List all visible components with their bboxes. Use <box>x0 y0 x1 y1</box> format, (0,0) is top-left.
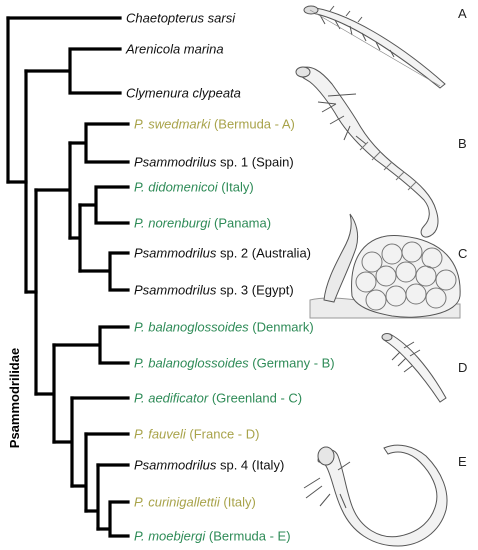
taxon-note: (Italy) <box>218 180 254 195</box>
taxon-label: Psammodrilus sp. 1 (Spain) <box>134 155 294 170</box>
branch-didomenicoi-pair <box>78 185 130 225</box>
branch-outgroup-pair <box>24 47 122 95</box>
branch-curinigallettii-pair <box>96 500 130 538</box>
taxon-label: P. curinigallettii (Italy) <box>134 495 256 510</box>
taxon-name: P. norenburgi <box>134 216 211 231</box>
taxon-label: Chaetopterus sarsi <box>126 11 236 26</box>
taxon-label: P. fauveli (France - D) <box>134 427 259 442</box>
taxon-label: P. balanoglossoides (Germany - B) <box>134 356 335 371</box>
taxon-name: P. balanoglossoides <box>134 320 249 335</box>
taxon-note: sp. 2 (Australia) <box>216 246 311 261</box>
taxon-note: (Panama) <box>210 216 271 231</box>
clade-label-psammodrilidae: Psammodrilidae <box>7 348 22 448</box>
branch-fauveli-group <box>70 432 88 513</box>
taxon-name: Arenicola marina <box>125 42 224 57</box>
taxon-label: P. norenburgi (Panama) <box>134 216 271 231</box>
panel-letters: A B C D E <box>458 6 467 469</box>
branch-sp4-group <box>84 463 100 531</box>
taxon-note: sp. 4 (Italy) <box>216 458 284 473</box>
taxon-name: Psammodrilus <box>134 246 217 261</box>
branch-aedificator-group <box>52 396 74 488</box>
taxon-note: (Bermuda - E) <box>205 529 290 544</box>
branch-sp2-sp3 <box>78 251 130 292</box>
taxon-name: P. fauveli <box>134 427 187 442</box>
taxon-name: Psammodrilus <box>134 458 217 473</box>
taxon-name: Psammodrilus <box>134 155 217 170</box>
taxon-label: Psammodrilus sp. 2 (Australia) <box>134 246 311 261</box>
tree-branches <box>6 16 130 538</box>
worm-illustration-d <box>381 333 447 403</box>
taxon-name: Chaetopterus sarsi <box>126 11 236 26</box>
panel-label-d: D <box>458 360 467 375</box>
taxon-label: P. aedificator (Greenland - C) <box>134 391 302 406</box>
taxon-label: Clymenura clypeata <box>126 86 241 101</box>
taxon-label: Psammodrilus sp. 4 (Italy) <box>134 458 284 473</box>
taxon-note: (Italy) <box>220 495 256 510</box>
taxon-note: sp. 3 (Egypt) <box>216 283 293 298</box>
taxon-note: (France - D) <box>186 427 260 442</box>
taxon-name: Clymenura clypeata <box>126 86 241 101</box>
branch-clade1 <box>34 141 72 240</box>
taxon-note: (Greenland - C) <box>208 391 302 406</box>
taxon-name: P. aedificator <box>134 391 209 406</box>
branch-subclade <box>68 203 82 273</box>
taxon-label: Psammodrilus sp. 3 (Egypt) <box>134 283 294 298</box>
taxon-name: P. didomenicoi <box>134 180 219 195</box>
taxon-note: (Denmark) <box>249 320 314 335</box>
branch-balanoglossoides-pair <box>52 325 130 365</box>
worm-illustration-b <box>295 66 439 238</box>
panel-label-a: A <box>458 6 467 21</box>
taxon-note: (Bermuda - A) <box>210 117 295 132</box>
worm-illustration-e <box>303 444 448 547</box>
taxon-label: P. swedmarki (Bermuda - A) <box>134 117 295 132</box>
taxon-name: P. moebjergi <box>134 529 206 544</box>
branch-swedmarki-pair <box>68 122 130 164</box>
worm-illustration-a <box>303 5 446 89</box>
taxon-label: P. didomenicoi (Italy) <box>134 180 254 195</box>
taxon-label: Arenicola marina <box>125 42 224 57</box>
taxon-note: (Germany - B) <box>249 356 335 371</box>
taxon-note: sp. 1 (Spain) <box>216 155 293 170</box>
branch-clade2 <box>34 343 56 444</box>
taxon-label: P. balanoglossoides (Denmark) <box>134 320 314 335</box>
worm-illustration-c <box>309 213 461 319</box>
taxon-name: P. balanoglossoides <box>134 356 249 371</box>
taxon-name: P. swedmarki <box>134 117 211 132</box>
panel-label-b: B <box>458 136 467 151</box>
panel-label-c: C <box>458 246 467 261</box>
taxon-name: Psammodrilus <box>134 283 217 298</box>
panel-label-e: E <box>458 454 467 469</box>
taxon-name: P. curinigallettii <box>134 495 221 510</box>
taxon-label: P. moebjergi (Bermuda - E) <box>134 529 291 544</box>
